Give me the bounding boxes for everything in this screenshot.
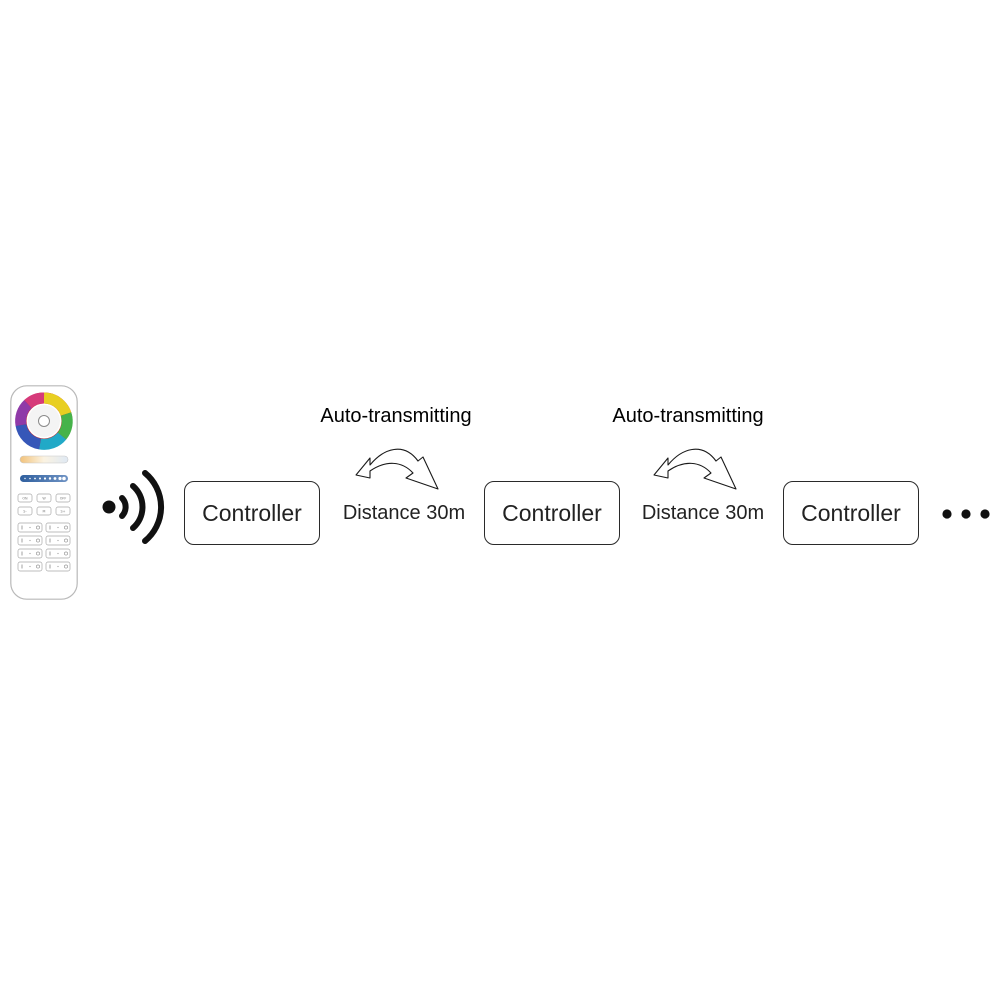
svg-text:W: W (42, 496, 46, 500)
ellipsis-icon (942, 509, 990, 519)
svg-text:OFF: OFF (60, 496, 67, 500)
svg-text:S-: S- (23, 509, 27, 513)
controller-box: Controller (184, 481, 320, 545)
auto-transmitting-label: Auto-transmitting (612, 405, 764, 427)
wireless-signal-icon (102, 470, 164, 544)
svg-text:S+: S+ (61, 509, 66, 513)
svg-text:M: M (43, 509, 46, 513)
curved-arrow-icon (355, 448, 439, 490)
auto-transmitting-label: Auto-transmitting (320, 405, 472, 427)
curved-arrow-icon (653, 448, 737, 490)
distance-label: Distance 30m (342, 502, 466, 524)
controller-box: Controller (484, 481, 620, 545)
controller-box: Controller (783, 481, 919, 545)
remote-control-icon: ON W OFF S- M S+ (10, 385, 78, 600)
svg-text:ON: ON (22, 496, 28, 500)
distance-label: Distance 30m (641, 502, 765, 524)
